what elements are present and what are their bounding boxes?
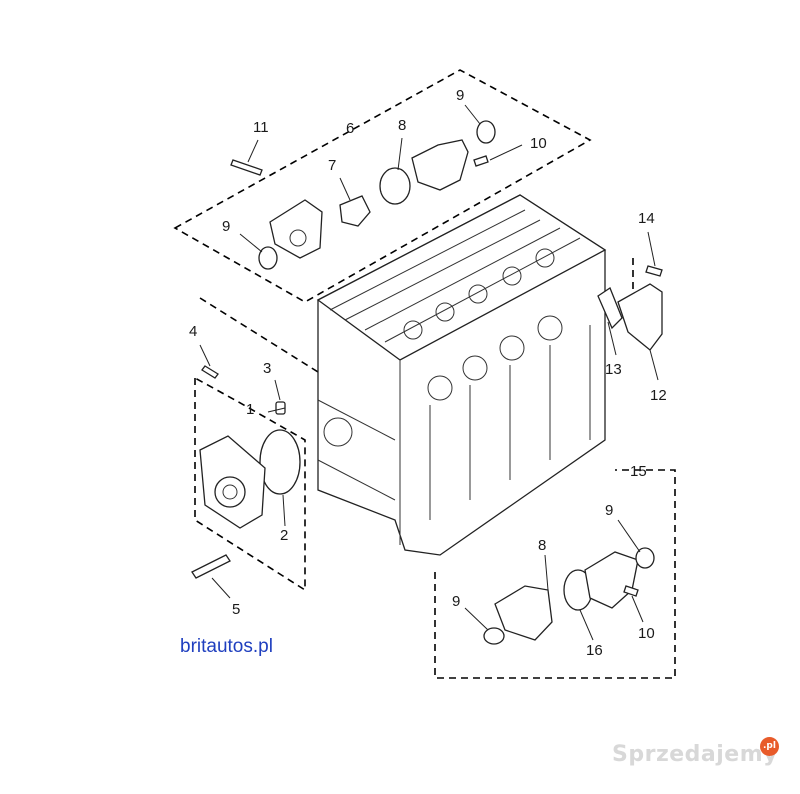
coolant-outlet-top (411, 139, 469, 191)
callout-13: 13 (605, 361, 622, 378)
callout-9-bottom-right: 9 (605, 502, 613, 519)
water-pump (199, 435, 266, 529)
group-6-boundary (173, 69, 592, 303)
o-ring-top-right (476, 120, 496, 144)
engine-block (316, 194, 607, 556)
coolant-outlet-12 (617, 283, 663, 351)
site-url-watermark: britautos.pl (180, 636, 273, 657)
callout-5: 5 (232, 601, 240, 618)
coolant-housing-bottom (494, 585, 553, 641)
callout-4: 4 (189, 323, 197, 340)
bolt-14 (645, 265, 663, 277)
callout-9-top-right: 9 (456, 87, 464, 104)
callout-14: 14 (638, 210, 655, 227)
callout-9-bottom-left: 9 (452, 593, 460, 610)
leader-lines (199, 104, 659, 641)
pump-bolt (201, 365, 219, 379)
callout-15: 15 (630, 463, 647, 480)
o-ring-bottom-right (635, 547, 655, 569)
callout-2: 2 (280, 527, 288, 544)
group-6-link-line (199, 297, 319, 373)
o-ring-top-left (258, 246, 278, 270)
coolant-flange-bottom (584, 551, 639, 609)
callout-8-bottom: 8 (538, 537, 546, 554)
o-ring-bottom-left (483, 627, 505, 645)
callout-10-bottom: 10 (638, 625, 655, 642)
group-1-boundary (194, 376, 306, 592)
callout-3: 3 (263, 360, 271, 377)
callout-16: 16 (586, 642, 603, 659)
thermostat-housing (269, 199, 323, 259)
callout-11: 11 (253, 119, 269, 136)
brand-badge-icon: .pl (760, 737, 779, 756)
callout-8-top: 8 (398, 117, 406, 134)
bolt-10-top (473, 155, 489, 167)
brand-watermark: Sprzedajemy (612, 742, 778, 767)
bolt-11 (230, 159, 263, 176)
bolt-10-bottom (623, 585, 639, 597)
thermostat (339, 195, 371, 227)
thermostat-seal-top (379, 167, 411, 205)
callout-12: 12 (650, 387, 667, 404)
callout-9-top-left: 9 (222, 218, 230, 235)
callout-7: 7 (328, 157, 336, 174)
pump-stud (191, 554, 231, 579)
callout-10-top: 10 (530, 135, 547, 152)
callout-1: 1 (246, 401, 254, 418)
pump-gasket (259, 429, 301, 495)
callout-6: 6 (346, 120, 354, 137)
gasket-13 (597, 287, 623, 330)
